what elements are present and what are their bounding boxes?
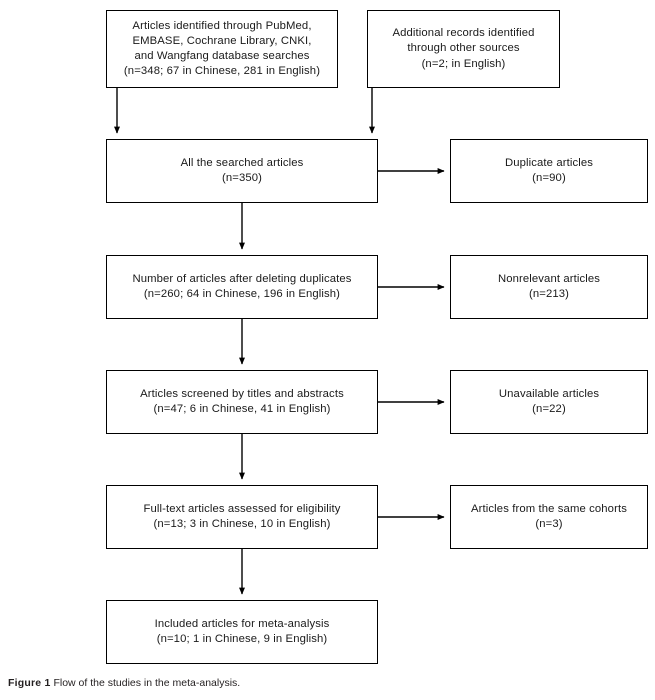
- node-screened-titles-abstracts-text: Articles screened by titles and abstract…: [140, 387, 344, 415]
- node-after-deleting-duplicates: Number of articles after deleting duplic…: [106, 255, 378, 319]
- node-all-searched: All the searched articles (n=350): [106, 139, 378, 203]
- node-included-meta-analysis-text: Included articles for meta-analysis (n=1…: [154, 617, 330, 645]
- node-duplicate-articles: Duplicate articles (n=90): [450, 139, 648, 203]
- node-fulltext-eligibility: Full-text articles assessed for eligibil…: [106, 485, 378, 549]
- node-identified-databases-text: Articles identified through PubMed, EMBA…: [123, 19, 321, 78]
- node-nonrelevant-articles-text: Nonrelevant articles (n=213): [497, 272, 601, 300]
- node-after-deleting-duplicates-text: Number of articles after deleting duplic…: [132, 272, 352, 300]
- node-fulltext-eligibility-text: Full-text articles assessed for eligibil…: [143, 502, 341, 530]
- figure-caption-label: Figure 1: [8, 677, 51, 689]
- node-unavailable-articles: Unavailable articles (n=22): [450, 370, 648, 434]
- figure-caption: Figure 1 Flow of the studies in the meta…: [8, 676, 240, 690]
- node-same-cohorts: Articles from the same cohorts (n=3): [450, 485, 648, 549]
- node-identified-databases: Articles identified through PubMed, EMBA…: [106, 10, 338, 88]
- node-duplicate-articles-text: Duplicate articles (n=90): [504, 156, 594, 184]
- node-same-cohorts-text: Articles from the same cohorts (n=3): [471, 502, 627, 530]
- node-nonrelevant-articles: Nonrelevant articles (n=213): [450, 255, 648, 319]
- node-all-searched-text: All the searched articles (n=350): [180, 156, 304, 184]
- node-included-meta-analysis: Included articles for meta-analysis (n=1…: [106, 600, 378, 664]
- node-unavailable-articles-text: Unavailable articles (n=22): [498, 387, 600, 415]
- node-identified-other-sources-text: Additional records identified through ot…: [392, 27, 535, 70]
- node-identified-other-sources: Additional records identified through ot…: [367, 10, 560, 88]
- node-screened-titles-abstracts: Articles screened by titles and abstract…: [106, 370, 378, 434]
- figure-caption-text: Flow of the studies in the meta-analysis…: [53, 677, 241, 689]
